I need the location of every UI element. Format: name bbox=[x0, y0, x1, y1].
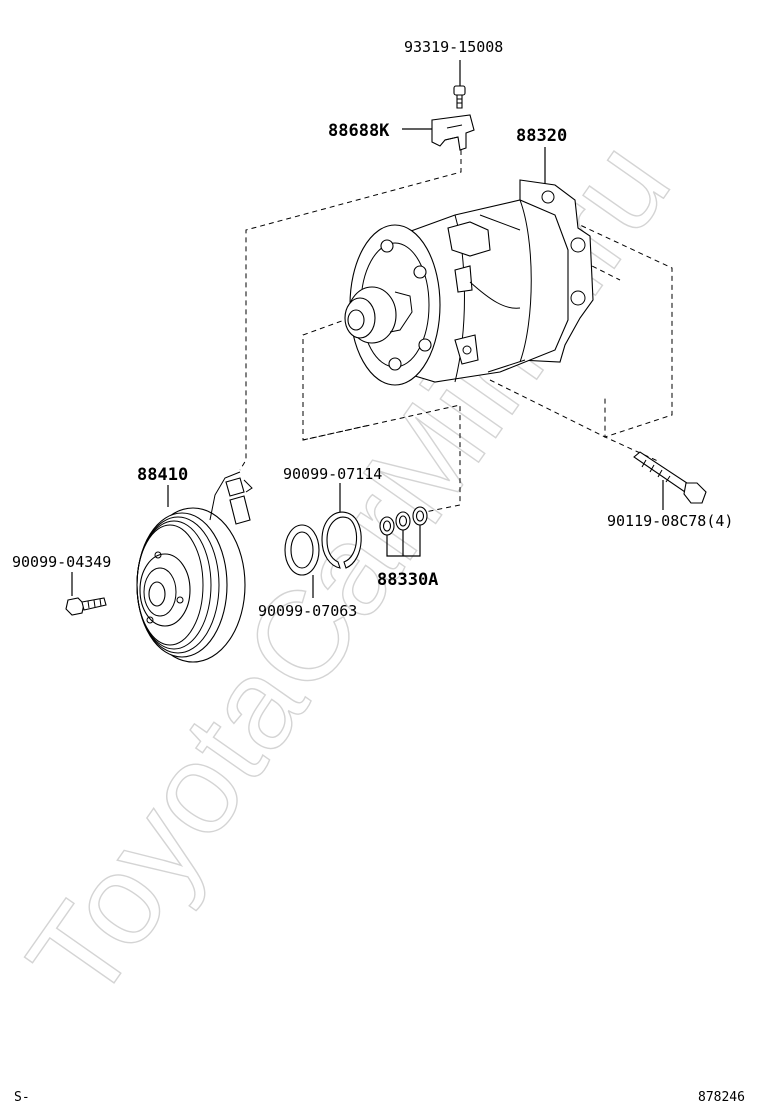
shim-ring-90099-07063[interactable] bbox=[284, 524, 320, 598]
label-88330a: 88330A bbox=[377, 570, 438, 590]
footer-left-code: S- bbox=[14, 1090, 30, 1105]
snap-ring-90099-07114[interactable] bbox=[321, 483, 362, 569]
label-93319-15008: 93319-15008 bbox=[404, 38, 503, 56]
label-90099-04349: 90099-04349 bbox=[12, 553, 111, 571]
label-88410: 88410 bbox=[137, 465, 188, 485]
o-rings-88330a[interactable] bbox=[379, 506, 428, 557]
watermark: ToyotaCarMine.ru bbox=[1, 117, 698, 1027]
label-90119-08c78: 90119-08C78(4) bbox=[607, 512, 733, 530]
footer-right-code: 878246 bbox=[698, 1090, 745, 1105]
bolt-90119-08c78[interactable] bbox=[633, 451, 707, 510]
bolt-93319-15008[interactable] bbox=[453, 60, 466, 109]
bolt-90099-04349[interactable] bbox=[65, 572, 107, 616]
label-88320: 88320 bbox=[516, 126, 567, 146]
label-90099-07063: 90099-07063 bbox=[258, 602, 357, 620]
bracket-88688k[interactable] bbox=[402, 114, 475, 151]
magnetic-clutch-88410[interactable] bbox=[136, 471, 253, 663]
compressor-88320[interactable] bbox=[344, 147, 594, 386]
label-88688k: 88688K bbox=[328, 121, 390, 141]
label-90099-07114: 90099-07114 bbox=[283, 465, 382, 483]
